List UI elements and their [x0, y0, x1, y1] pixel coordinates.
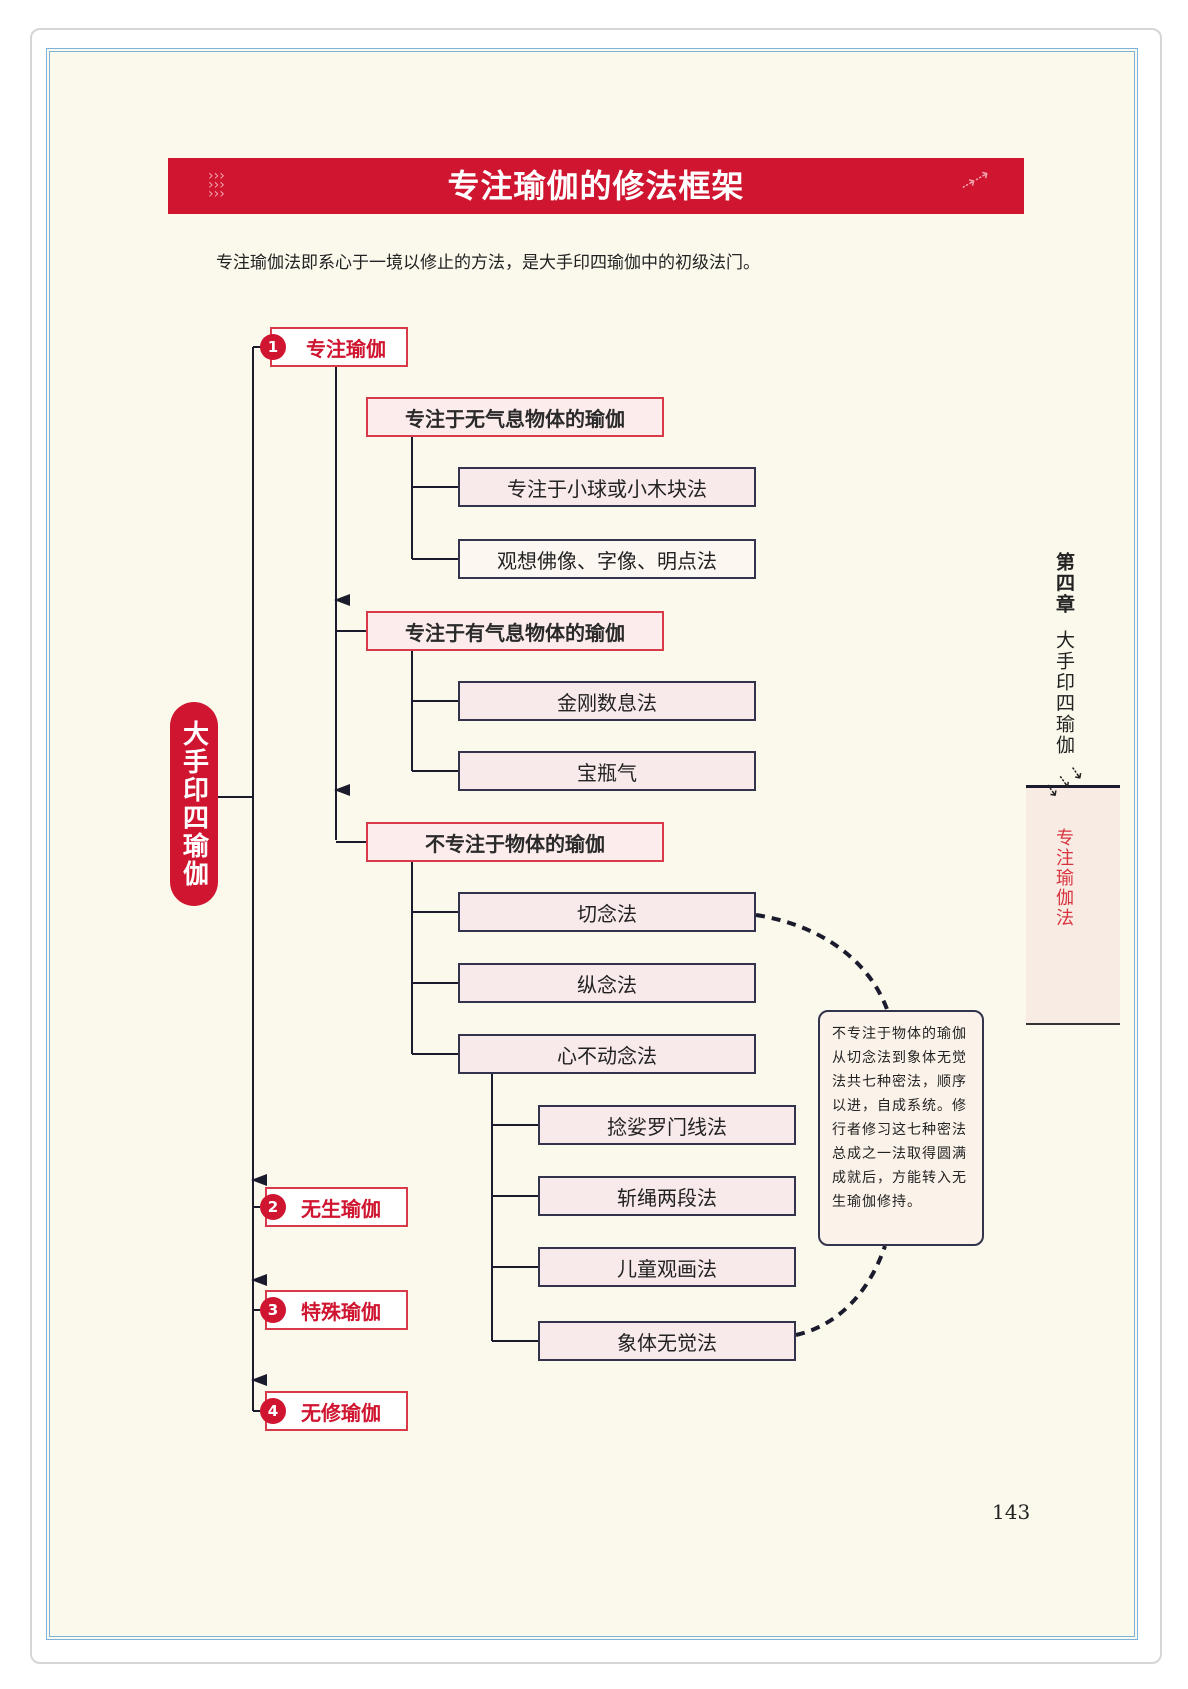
branch-label: 专注瑜伽 — [306, 336, 386, 361]
category-breath-less: 专注于无气息物体的瑜伽 — [366, 397, 664, 437]
number-badge: 4 — [260, 1398, 286, 1424]
number-badge: 1 — [260, 334, 286, 360]
note-box: 不专注于物体的瑜伽从切念法到象体无觉法共七种密法，顺序以进，自成系统。修行者修习… — [818, 1010, 984, 1246]
method-item: 心不动念法 — [458, 1034, 756, 1074]
branch-label: 特殊瑜伽 — [301, 1299, 381, 1324]
category-breath: 专注于有气息物体的瑜伽 — [366, 611, 664, 651]
chapter-title: 大手印四瑜伽 — [1053, 630, 1075, 756]
sub-method-item: 斩绳两段法 — [538, 1176, 796, 1216]
branch-label: 无生瑜伽 — [301, 1196, 381, 1221]
number-badge: 3 — [260, 1297, 286, 1323]
intro-text: 专注瑜伽法即系心于一境以修止的方法，是大手印四瑜伽中的初级法门。 — [216, 253, 760, 273]
category-no-object: 不专注于物体的瑜伽 — [366, 822, 664, 862]
main-branch-4: 无修瑜伽 — [265, 1391, 408, 1431]
sub-method-item: 儿童观画法 — [538, 1247, 796, 1287]
main-branch-3: 特殊瑜伽 — [265, 1290, 408, 1330]
method-item: 纵念法 — [458, 963, 756, 1003]
page-title: 专注瑜伽的修法框架 — [447, 167, 745, 205]
page-number: 143 — [992, 1500, 1031, 1524]
method-item: 宝瓶气 — [458, 751, 756, 791]
title-banner: ››››››››› 专注瑜伽的修法框架 ⇢⇢ — [168, 158, 1024, 214]
method-item: 切念法 — [458, 892, 756, 932]
sub-method-item: 捻娑罗门线法 — [538, 1105, 796, 1145]
method-item: 金刚数息法 — [458, 681, 756, 721]
sub-method-item: 象体无觉法 — [538, 1321, 796, 1361]
main-branch-2: 无生瑜伽 — [265, 1187, 408, 1227]
chapter-label: 第四章 — [1053, 552, 1075, 615]
main-branch-1: 专注瑜伽 — [270, 327, 408, 367]
number-badge: 2 — [260, 1194, 286, 1220]
section-tab — [1026, 785, 1120, 1025]
branch-label: 无修瑜伽 — [301, 1400, 381, 1425]
arrow-deco-icon: ››››››››› — [208, 168, 225, 202]
method-item: 观想佛像、字像、明点法 — [458, 539, 756, 579]
root-node: 大手印四瑜伽 — [170, 702, 218, 906]
section-label: 专注瑜伽法 — [1053, 828, 1074, 928]
method-item: 专注于小球或小木块法 — [458, 467, 756, 507]
